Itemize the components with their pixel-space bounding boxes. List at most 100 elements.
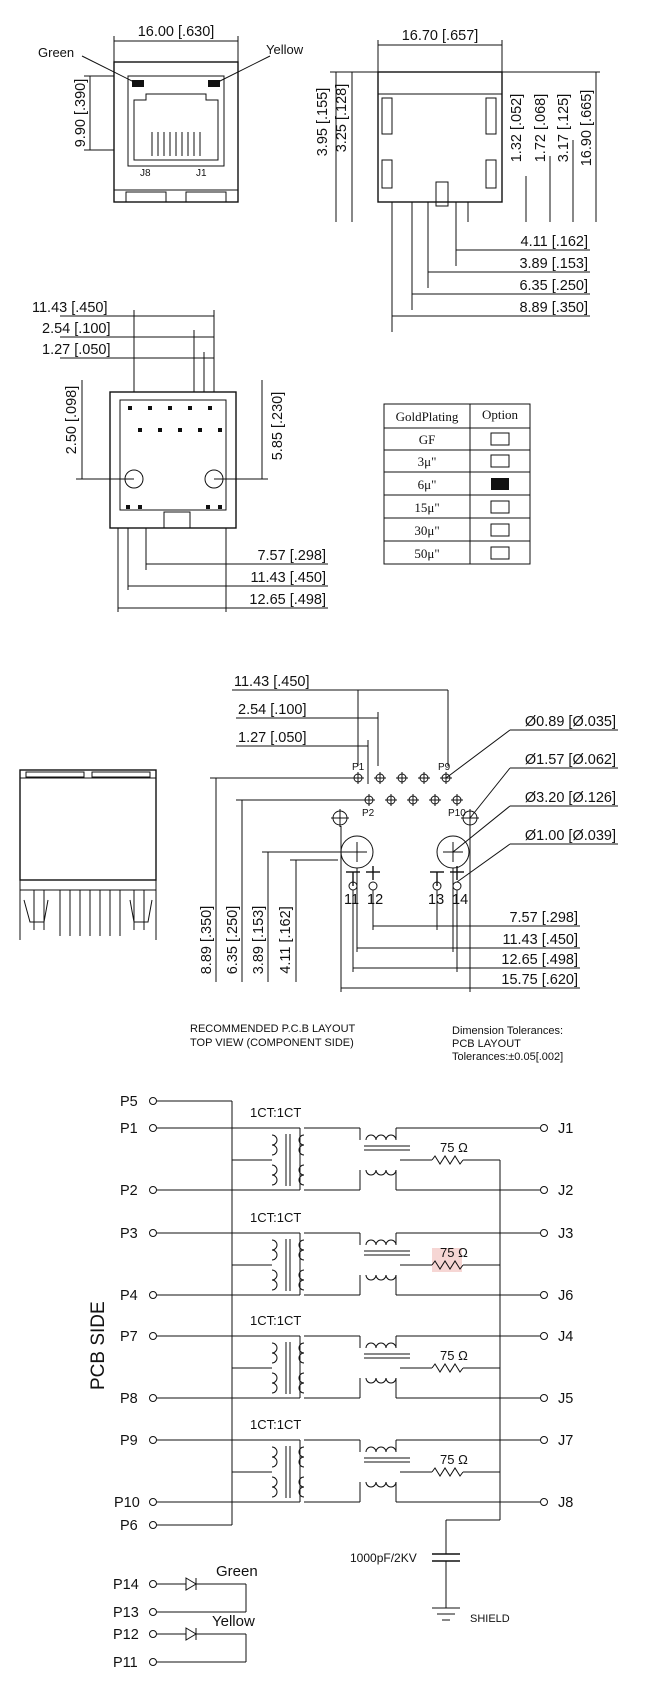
pin-j8-label: J8: [140, 168, 151, 179]
svg-text:P12: P12: [113, 1627, 139, 1643]
bottom-dim-bottom-2: 11.43 [.450]: [250, 570, 326, 586]
pin-p10-label: P10: [448, 808, 466, 819]
front-height-dim: 9.90 [.390]: [73, 79, 89, 148]
hole-dim-4: Ø1.00 [Ø.039]: [525, 828, 616, 844]
tolerance-2: PCB LAYOUT: [452, 1038, 521, 1050]
side-dim-bottom-2: 3.89 [.153]: [519, 256, 588, 272]
option-checkbox[interactable]: [490, 454, 510, 468]
tolerance-3: Tolerances:±0.05[.002]: [452, 1051, 563, 1063]
pcb-dim-left-4: 4.11 [.162]: [278, 906, 294, 973]
option-checkbox[interactable]: [490, 500, 510, 514]
channel-1: P1 P2 1CT:1CT: [120, 1105, 573, 1490]
table-row: 15μ": [414, 500, 510, 515]
channel-4: P9 P10 1CT:1CT 75 Ω: [114, 1417, 573, 1511]
svg-text:J5: J5: [558, 1391, 573, 1407]
bottom-dim-bottom-3: 12.65 [.498]: [249, 592, 326, 608]
pcb-dim-left-1: 8.89 [.350]: [199, 906, 215, 975]
pin-11-label: 11: [344, 892, 359, 908]
led-yellow-label: Yellow: [266, 42, 304, 57]
shield-foot-right: [185, 191, 227, 203]
option-checkbox-selected[interactable]: [491, 478, 509, 490]
svg-text:J8: J8: [558, 1495, 573, 1511]
svg-text:75 Ω: 75 Ω: [440, 1348, 468, 1363]
bottom-view: 11.43 [.450] 2.54 [.100] 1.27 [.050] 2.5…: [32, 300, 328, 612]
jack-side-outline: [19, 769, 157, 940]
pcb-holes-row2: [363, 794, 463, 806]
pcb-dim-bottom-4: 15.75 [.620]: [501, 972, 578, 988]
pin-p9-label: P9: [438, 762, 451, 773]
shield-label: SHIELD: [470, 1613, 510, 1625]
option-checkbox[interactable]: [490, 546, 510, 560]
svg-text:15μ": 15μ": [414, 500, 439, 515]
svg-text:P11: P11: [113, 1655, 138, 1671]
led-green: P14 P13 Green: [113, 1563, 258, 1621]
table-row: 50μ": [414, 546, 510, 561]
svg-text:P10: P10: [114, 1495, 140, 1511]
pcb-dim-left-2: 6.35 [.250]: [225, 906, 241, 975]
svg-text:J3: J3: [558, 1226, 573, 1242]
bottom-inner: [119, 399, 227, 511]
led-window-yellow: [208, 80, 220, 87]
bottom-dim-right: 5.85 [.230]: [270, 392, 286, 461]
pcb-side-label: PCB SIDE: [88, 1301, 109, 1390]
pcb-dim-bottom-1: 7.57 [.298]: [509, 910, 578, 926]
svg-text:J1: J1: [558, 1121, 573, 1137]
svg-text:50μ": 50μ": [414, 546, 439, 561]
pcb-led-pins: [346, 866, 464, 891]
side-dim-left-2: 3.25 [.128]: [334, 84, 350, 153]
svg-text:P2: P2: [120, 1183, 138, 1199]
svg-text:Green: Green: [216, 1563, 258, 1580]
pin-j1-label: J1: [196, 168, 207, 179]
pcb-holes-row1: [352, 772, 452, 784]
plating-header: GoldPlating: [396, 409, 459, 424]
svg-text:1CT:1CT: 1CT:1CT: [250, 1313, 301, 1328]
pcb-dim-top-3: 1.27 [.050]: [238, 730, 307, 746]
side-dim-bottom-1: 4.11 [.162]: [521, 234, 588, 250]
pcb-dim-top-1: 11.43 [.450]: [234, 674, 310, 690]
option-checkbox[interactable]: [490, 432, 510, 446]
side-dim-right-1: 1.32 [.052]: [509, 94, 525, 163]
svg-text:1CT:1CT: 1CT:1CT: [250, 1105, 301, 1120]
svg-text:6μ": 6μ": [418, 477, 437, 492]
side-tab-lower-right: [485, 159, 497, 189]
transformer-secondary: [298, 1134, 305, 1186]
side-dim-bottom-4: 8.89 [.350]: [519, 300, 588, 316]
svg-text:30μ": 30μ": [414, 523, 439, 538]
pcb-caption-2: TOP VIEW (COMPONENT SIDE): [190, 1037, 354, 1049]
side-dim-right-3: 3.17 [.125]: [556, 94, 572, 163]
svg-text:1CT:1CT: 1CT:1CT: [250, 1210, 301, 1225]
bottom-dim-top-3: 1.27 [.050]: [42, 342, 111, 358]
tolerance-1: Dimension Tolerances:: [452, 1025, 563, 1037]
side-dim-left-1: 3.95 [.155]: [315, 88, 331, 157]
capacitor-label: 1000pF/2KV: [350, 1551, 417, 1565]
bottom-dim-top-1: 11.43 [.450]: [32, 300, 108, 316]
svg-text:J4: J4: [558, 1329, 573, 1345]
table-row: 3μ": [418, 454, 510, 469]
svg-text:GF: GF: [419, 432, 436, 447]
table-row: 6μ": [418, 477, 509, 492]
svg-text:P9: P9: [120, 1433, 138, 1449]
pcb-layout: 11.43 [.450] 2.54 [.100] 1.27 [.050] P1 …: [190, 674, 618, 1063]
transformer-primary: [271, 1134, 278, 1186]
pcb-dim-left-3: 3.89 [.153]: [251, 906, 267, 975]
side-latch: [435, 181, 449, 207]
choke-bottom: [365, 1169, 397, 1176]
svg-text:3μ": 3μ": [418, 454, 437, 469]
contact-fingers: [151, 132, 201, 156]
pcb-dim-top-2: 2.54 [.100]: [238, 702, 307, 718]
pin-p1-label: P1: [352, 762, 365, 773]
jack-opening: [127, 75, 225, 167]
svg-text:P4: P4: [120, 1288, 138, 1304]
bottom-dim-bottom-1: 7.57 [.298]: [257, 548, 326, 564]
bottom-dim-top-2: 2.54 [.100]: [42, 321, 111, 337]
table-row: 30μ": [414, 523, 510, 538]
plating-table: GoldPlating Option GF 3μ" 6μ" 15μ" 30μ" …: [383, 403, 531, 565]
option-checkbox[interactable]: [490, 523, 510, 537]
svg-text:75 Ω: 75 Ω: [440, 1245, 468, 1260]
table-row: GF: [419, 432, 510, 447]
svg-text:J6: J6: [558, 1288, 573, 1304]
side-dim-bottom-3: 6.35 [.250]: [519, 278, 588, 294]
side-dim-right-4: 16.90 [.665]: [579, 90, 595, 167]
shield-foot-left: [125, 191, 167, 203]
bottom-pin-pads: [126, 406, 222, 509]
